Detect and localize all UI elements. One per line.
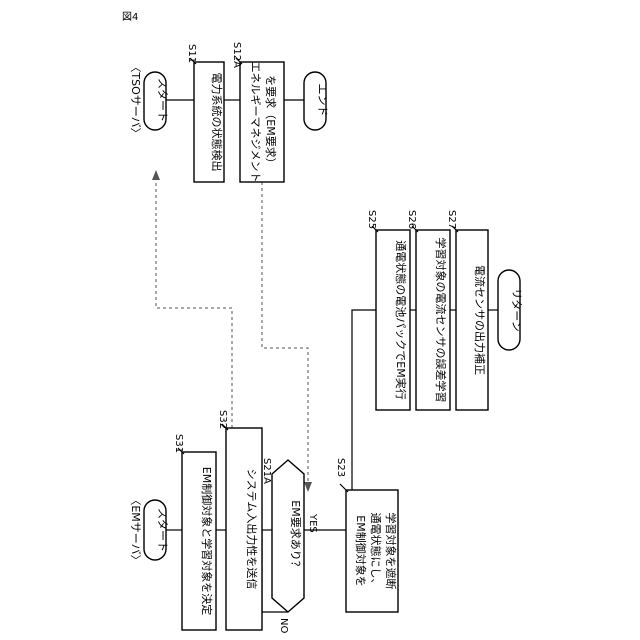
step-s23-line1: EM制御対象を xyxy=(354,515,368,586)
step-s31-text: EM制御対象と学習対象を決定 xyxy=(200,467,214,615)
step-s25-id: S25 xyxy=(366,210,377,229)
step-s27-id: S27 xyxy=(446,210,457,229)
step-s32-text: システム入出力性を送信 xyxy=(245,469,259,590)
step-s11-text: 電力系統の状態検出 xyxy=(210,73,224,172)
step-s27-text: 電流センサの出力補正 xyxy=(473,265,487,375)
step-s12a-id: S12A xyxy=(231,42,242,68)
step-s25-text: 通電状態の電池パックでEM実行 xyxy=(394,240,408,399)
step-s31-id: S31 xyxy=(173,434,184,453)
step-s12a-line2: を要求（EM要求） xyxy=(264,75,277,168)
tso-start-terminal: スタート xyxy=(144,72,169,130)
step-s12a-line1: エネルギーマネジメント xyxy=(249,62,262,183)
tso-end-label: エンド xyxy=(316,84,329,117)
decision-s21a-id: S21A xyxy=(261,458,272,484)
tso-start-label: スタート xyxy=(156,78,169,122)
step-s32: システム入出力性を送信 S32 xyxy=(217,410,262,630)
em-return-terminal: リターン xyxy=(498,270,523,350)
step-s32-id: S32 xyxy=(217,410,228,429)
em-return-label: リターン xyxy=(510,288,523,331)
tso-end-terminal: エンド xyxy=(304,72,329,130)
step-s31: EM制御対象と学習対象を決定 S31 xyxy=(173,434,216,630)
tso-lane-label: 〈TSOサーバ〉 xyxy=(129,61,142,138)
step-s23-line2: 通電状態にし、 xyxy=(369,513,383,590)
em-lane-label: 〈EMサーバ〉 xyxy=(129,494,142,565)
step-s26-text: 学習対象の電流センサの誤差学習 xyxy=(434,238,448,403)
step-s12a: エネルギーマネジメント を要求（EM要求） S12A xyxy=(231,42,284,183)
step-s26-id: S26 xyxy=(406,210,417,229)
step-s23-id: S23 xyxy=(335,458,346,477)
em-start-terminal: スタート xyxy=(144,500,169,560)
decision-no-label: NO xyxy=(278,618,289,633)
step-s23-line3: 学習対象を遮断 xyxy=(384,513,398,590)
em-start-label: スタート xyxy=(156,508,169,552)
step-s23: EM制御対象を 通電状態にし、 学習対象を遮断 S23 xyxy=(335,458,398,612)
decision-yes-label: YES xyxy=(307,513,318,533)
decision-s21a-text: EM要求あり？ xyxy=(289,500,302,571)
step-s11: 電力系統の状態検出 S11 xyxy=(186,44,224,182)
